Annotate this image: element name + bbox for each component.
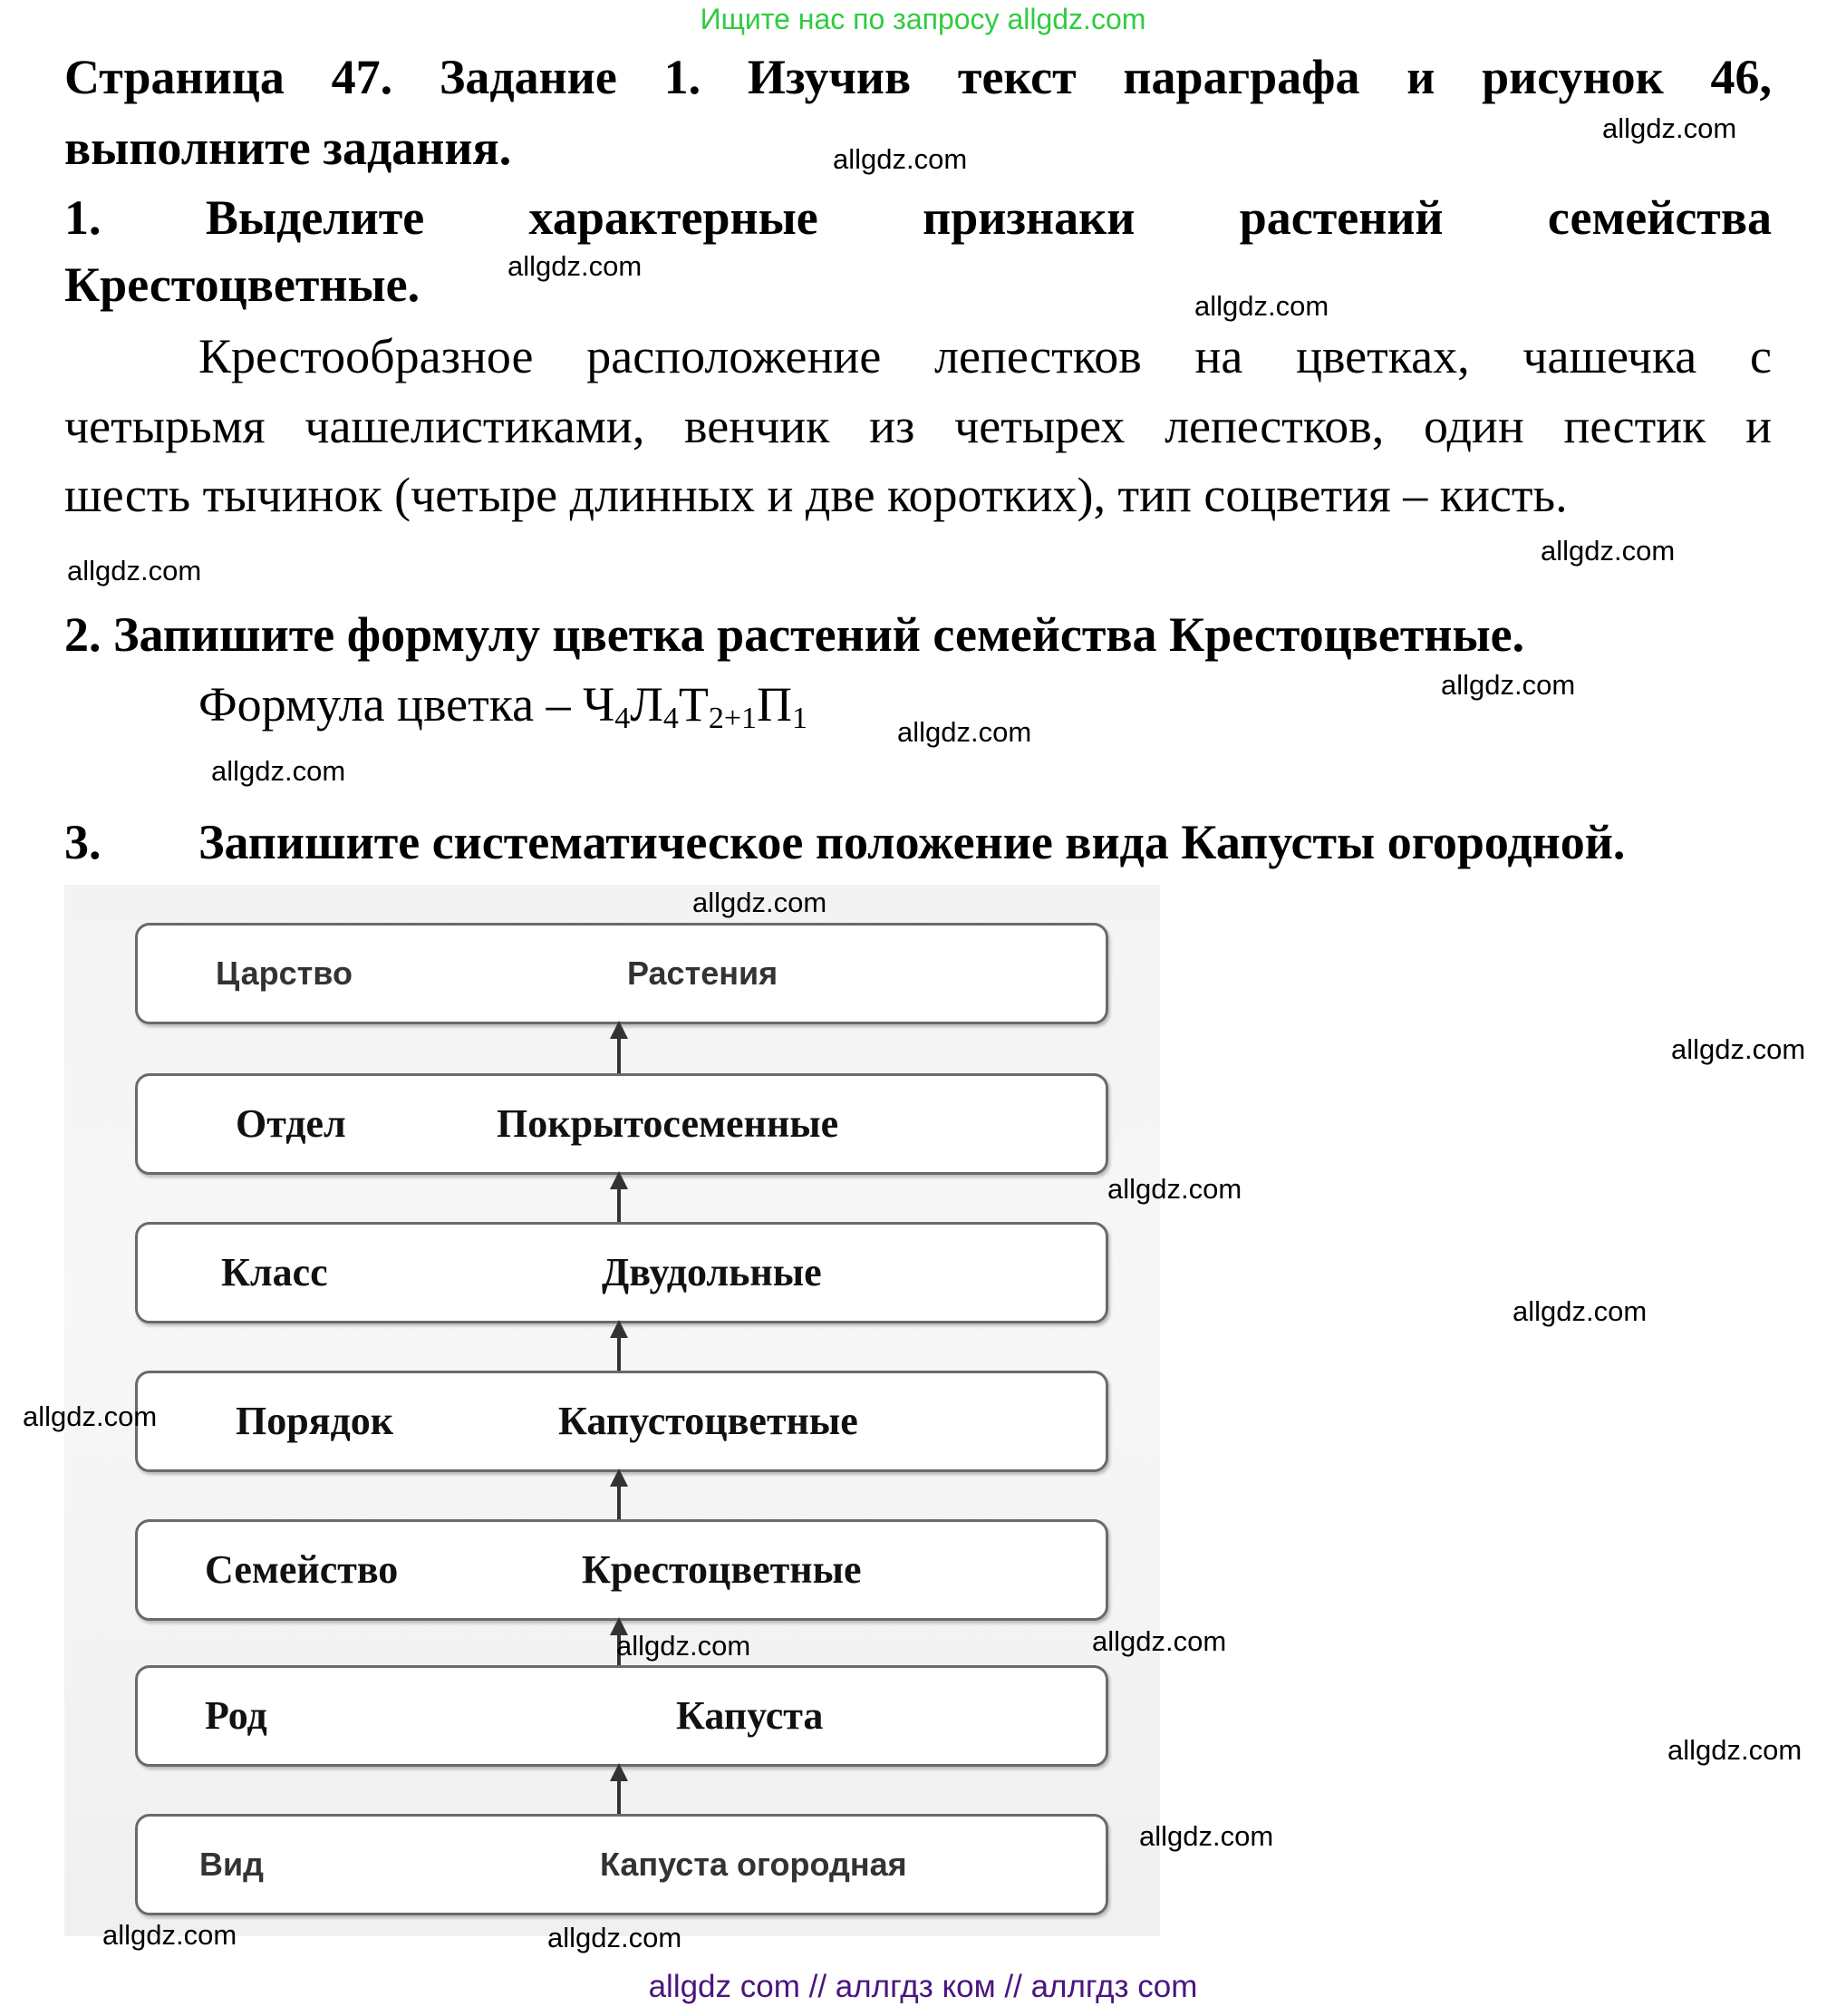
watermark: allgdz.com (547, 1922, 682, 1953)
watermark: allgdz.com (692, 887, 827, 918)
question-1-line2: Крестоцветные. (64, 257, 420, 312)
formula-expression: Ч4Л4Т2+1П1 (583, 677, 808, 735)
taxon-box-3: Класс Двудольные (135, 1222, 1108, 1323)
taxon-value: Растения (627, 955, 778, 992)
question-1-line1: 1. Выделите характерные признаки растени… (64, 190, 1772, 245)
watermark: allgdz.com (67, 555, 202, 586)
arrow-up-icon (610, 1617, 628, 1665)
question-3-text: Запишите систематическое положение вида … (198, 815, 1626, 869)
taxon-value: Крестоцветные (582, 1547, 862, 1592)
search-banner: Ищите нас по запросу allgdz.com (700, 3, 1146, 35)
question-3: 3. Запишите систематическое положение вид… (64, 810, 1625, 874)
taxon-value: Капустоцветные (558, 1399, 858, 1443)
page-title-line1: Страница 47. Задание 1. Изучив текст пар… (64, 50, 1772, 104)
formula-part: Т (678, 677, 709, 732)
taxon-value: Покрытосеменные (497, 1101, 839, 1146)
formula-prefix: Формула цветка – (198, 677, 584, 732)
taxon-box-5: Семейство Крестоцветные (135, 1519, 1108, 1621)
formula-part: Ч (583, 677, 615, 732)
watermark: allgdz.com (1139, 1820, 1274, 1852)
watermark: allgdz.com (1441, 669, 1576, 701)
watermark: allgdz.com (507, 250, 643, 282)
taxon-rank: Порядок (236, 1399, 394, 1443)
watermark: allgdz.com (1092, 1625, 1227, 1657)
arrow-up-icon (610, 1763, 628, 1814)
formula-subscript: 4 (662, 702, 679, 735)
arrow-up-icon (610, 1021, 628, 1073)
flower-formula: Формула цветка – Ч4Л4Т2+1П1 (64, 673, 807, 736)
formula-part: П (757, 677, 793, 732)
taxon-value: Капуста огородная (600, 1846, 907, 1883)
formula-part: Л (630, 677, 663, 732)
taxon-rank: Царство (216, 955, 353, 992)
taxon-rank: Отдел (236, 1101, 346, 1146)
watermark: allgdz.com (1671, 1033, 1806, 1065)
watermark: allgdz.com (1602, 112, 1737, 144)
watermark: allgdz.com (1107, 1173, 1242, 1205)
formula-subscript: 2+1 (708, 702, 758, 735)
taxon-rank: Вид (199, 1846, 264, 1883)
answer-1-line1: Крестообразное расположение лепестков на… (198, 329, 1772, 383)
formula-subscript: 4 (614, 702, 631, 735)
taxon-rank: Семейство (205, 1547, 399, 1592)
watermark: allgdz.com (102, 1919, 237, 1951)
taxon-value: Двудольные (602, 1250, 822, 1294)
watermark: allgdz.com (833, 143, 968, 175)
arrow-up-icon (610, 1171, 628, 1222)
watermark: allgdz.com (1541, 535, 1676, 567)
arrow-up-icon (610, 1468, 628, 1519)
taxon-value: Капуста (676, 1693, 824, 1738)
question-2: 2. Запишите формулу цветка растений семе… (64, 607, 1525, 662)
watermark: allgdz.com (211, 755, 346, 787)
question-3-number: 3. (64, 815, 101, 869)
watermark: allgdz.com (23, 1401, 158, 1432)
watermark: allgdz.com (1194, 290, 1329, 322)
answer-1-line2: четырьмя чашелистиками, венчик из четыре… (64, 399, 1772, 453)
page-title-line2: выполните задания. (64, 121, 512, 175)
taxon-box-6: Род Капуста (135, 1665, 1108, 1767)
watermark: allgdz.com (1513, 1295, 1648, 1327)
watermark: allgdz.com (897, 716, 1032, 748)
taxon-box-2: Отдел Покрытосеменные (135, 1073, 1108, 1175)
footer-links: allgdz com // аллгдз ком // аллгдз com (648, 1969, 1198, 2004)
answer-1-line3: шесть тычинок (четыре длинных и две коро… (64, 468, 1568, 522)
taxon-rank: Класс (221, 1250, 328, 1294)
arrow-up-icon (610, 1320, 628, 1371)
taxon-box-1: Царство Растения (135, 923, 1108, 1024)
watermark: allgdz.com (1667, 1734, 1803, 1766)
taxon-box-4: Порядок Капустоцветные (135, 1371, 1108, 1472)
watermark: allgdz.com (616, 1630, 751, 1662)
formula-subscript: 1 (792, 702, 808, 735)
taxon-rank: Род (205, 1693, 267, 1738)
taxon-box-7: Вид Капуста огородная (135, 1814, 1108, 1915)
